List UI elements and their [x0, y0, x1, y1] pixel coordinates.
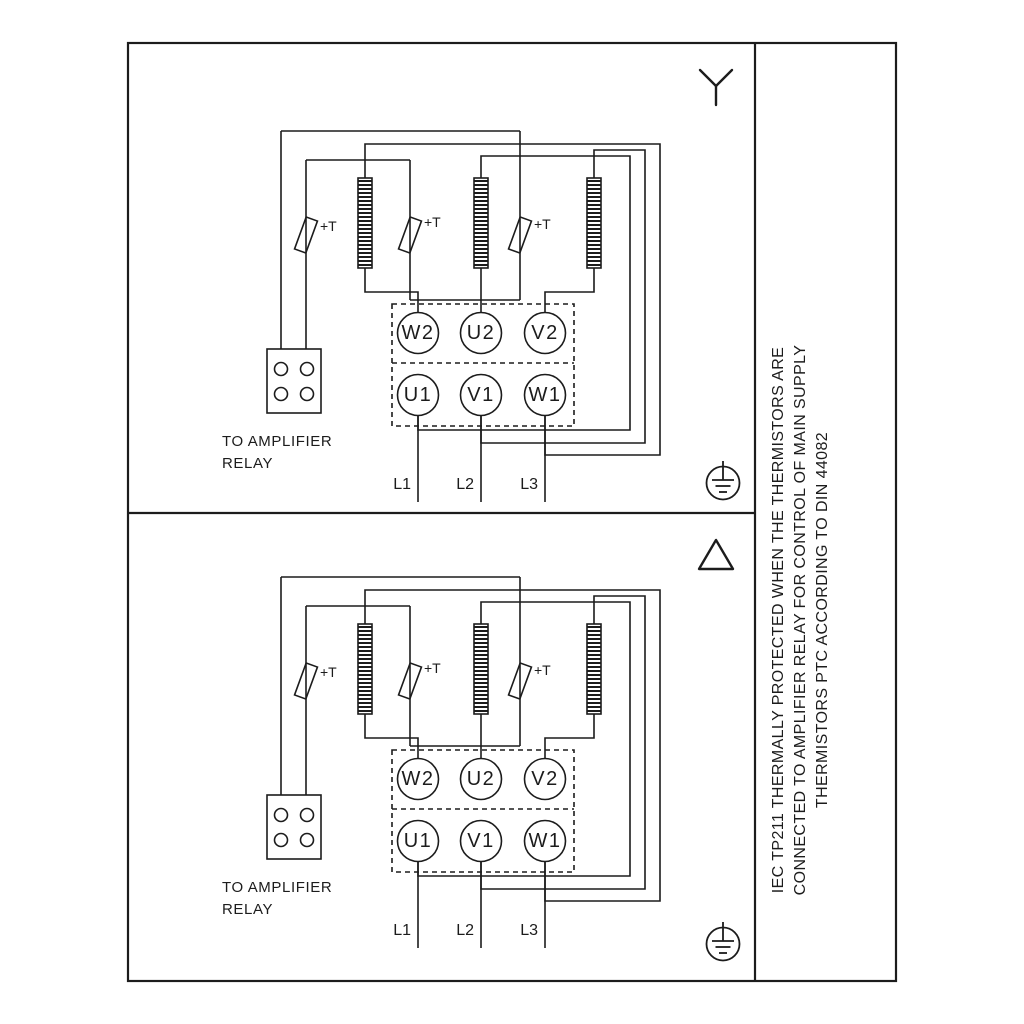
- thermistor-label: +T: [424, 214, 441, 230]
- terminal-label-u2: U2: [467, 768, 496, 790]
- supply-label-l3: L3: [520, 922, 538, 939]
- supply-label-l3: L3: [520, 476, 538, 493]
- terminal-label-u1: U1: [404, 384, 433, 406]
- earth-icon: [705, 921, 741, 962]
- supply-label-l2: L2: [456, 922, 474, 939]
- relay-note-line2: RELAY: [222, 901, 273, 918]
- terminal-label-w1: W1: [529, 384, 562, 406]
- terminal-label-w2: W2: [402, 322, 435, 344]
- star-panel: W2 U2 V2 U1 V1 W1 +T +T +T TO AMPLIFIER …: [222, 68, 741, 503]
- thermistor-label: +T: [320, 218, 337, 234]
- terminal-label-v2: V2: [531, 768, 558, 790]
- terminal-label-v1: V1: [467, 830, 494, 852]
- relay-note-line1: TO AMPLIFIER: [222, 879, 332, 896]
- relay-note-line2: RELAY: [222, 455, 273, 472]
- side-note-line3: THERMISTORS PTC ACCORDING TO DIN 44082: [814, 432, 831, 808]
- delta-panel: W2 U2 V2 U1 V1 W1 +T +T +T TO AMPLIFIER …: [222, 538, 741, 962]
- earth-icon: [705, 460, 741, 501]
- terminal-label-u2: U2: [467, 322, 496, 344]
- supply-label-l1: L1: [393, 476, 411, 493]
- supply-label-l2: L2: [456, 476, 474, 493]
- thermistor-label: +T: [534, 216, 551, 232]
- terminal-label-w1: W1: [529, 830, 562, 852]
- star-icon: [698, 68, 734, 107]
- relay-note-line1: TO AMPLIFIER: [222, 433, 332, 450]
- terminal-label-v1: V1: [467, 384, 494, 406]
- supply-label-l1: L1: [393, 922, 411, 939]
- terminal-label-v2: V2: [531, 322, 558, 344]
- drawing-frame: [126, 41, 898, 983]
- side-note: IEC TP211 THERMALLY PROTECTED WHEN THE T…: [770, 345, 831, 896]
- side-note-line1: IEC TP211 THERMALLY PROTECTED WHEN THE T…: [770, 347, 787, 893]
- terminal-label-u1: U1: [404, 830, 433, 852]
- delta-icon: [697, 538, 735, 571]
- terminal-label-w2: W2: [402, 768, 435, 790]
- side-note-line2: CONNECTED TO AMPLIFIER RELAY FOR CONTROL…: [792, 345, 809, 896]
- thermistor-label: +T: [424, 660, 441, 676]
- thermistor-label: +T: [534, 662, 551, 678]
- thermistor-label: +T: [320, 664, 337, 680]
